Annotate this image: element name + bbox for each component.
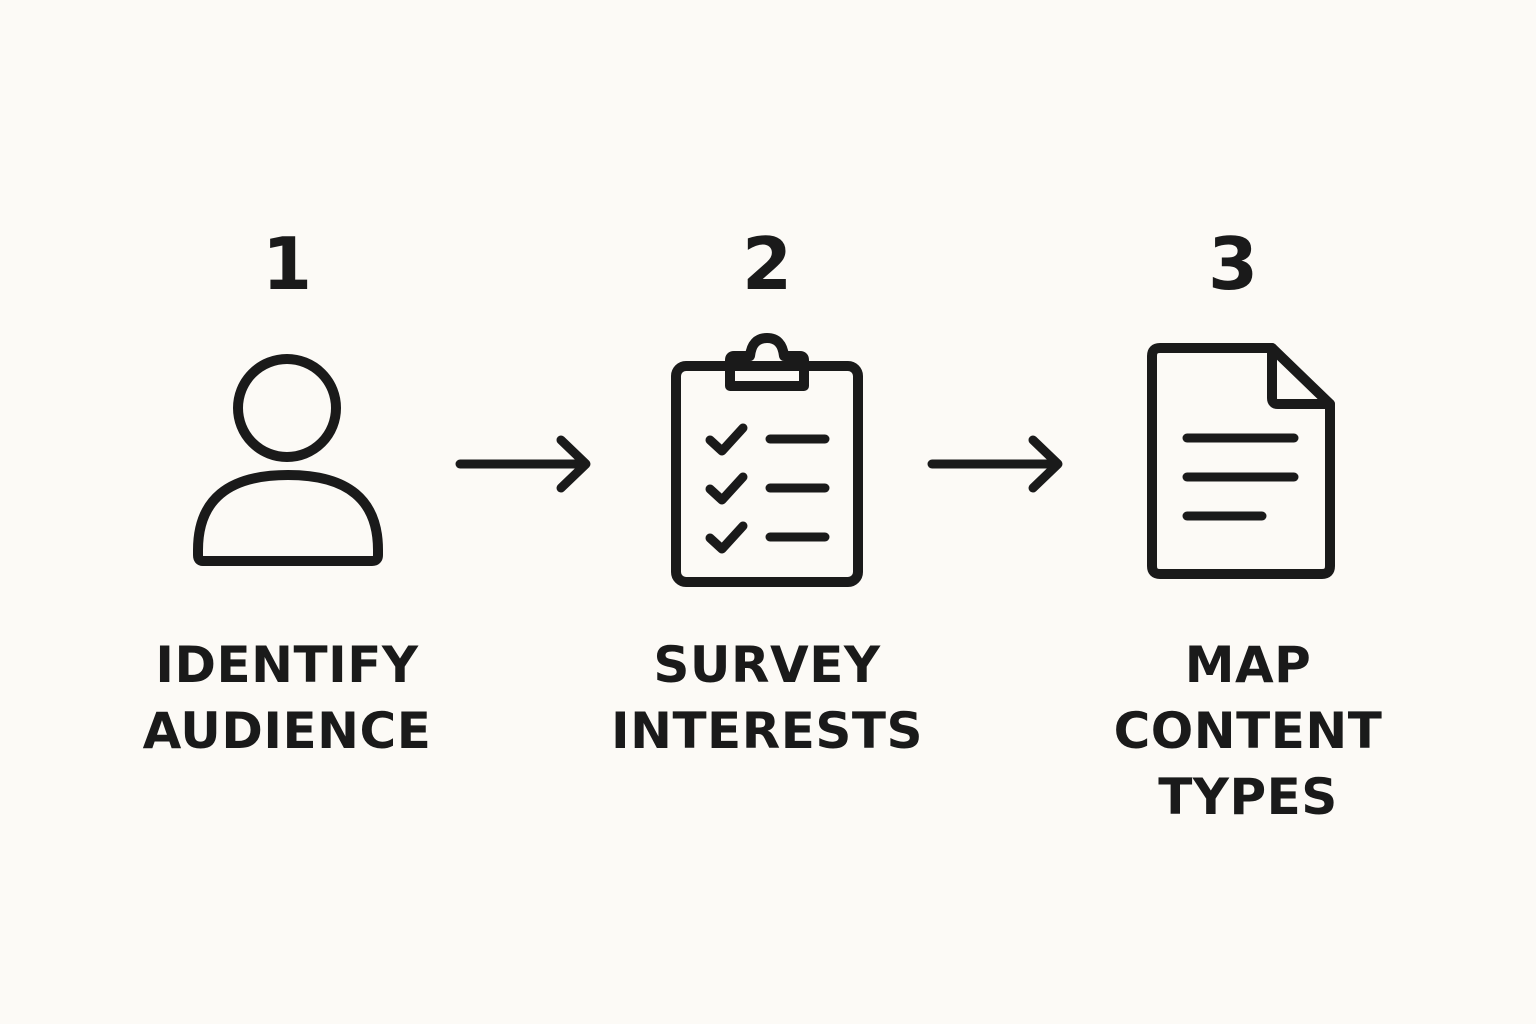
- step-1-number: 1: [261, 222, 313, 306]
- step-2-label: SURVEY INTERESTS: [557, 632, 977, 764]
- step-3-label-line-3: TYPES: [1158, 768, 1338, 826]
- step-3-label-line-2: CONTENT: [1113, 702, 1383, 760]
- step-2-label-line-2: INTERESTS: [611, 702, 923, 760]
- step-3-label-line-1: MAP: [1184, 636, 1312, 694]
- step-2-number: 2: [741, 222, 793, 306]
- step-1-label-line-2: AUDIENCE: [142, 702, 432, 760]
- step-1-label-line-1: IDENTIFY: [155, 636, 419, 694]
- step-1-label: IDENTIFY AUDIENCE: [77, 632, 497, 764]
- step-2-label-line-1: SURVEY: [653, 636, 881, 694]
- step-3-number: 3: [1207, 222, 1259, 306]
- step-3-label: MAP CONTENT TYPES: [1038, 632, 1458, 830]
